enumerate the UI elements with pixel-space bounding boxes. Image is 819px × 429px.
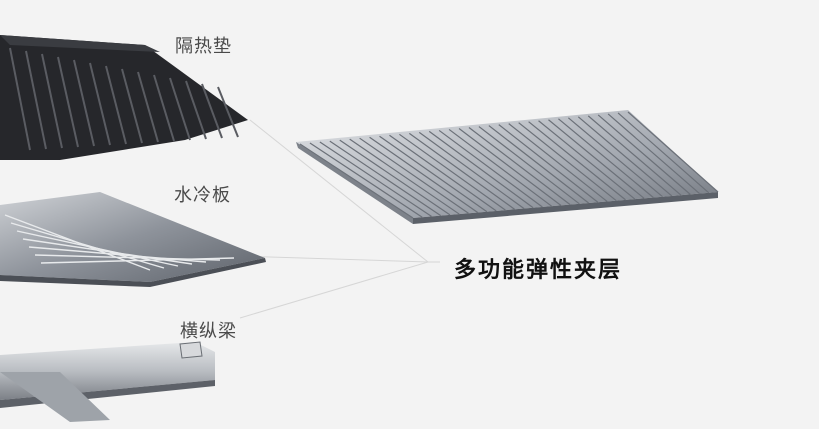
leader-lines <box>239 119 440 319</box>
cross-beam-label: 横纵梁 <box>180 321 237 342</box>
cooling-plate-illustration <box>0 192 266 287</box>
water-cooling-plate-label: 水冷板 <box>174 185 231 206</box>
insulation-pad-label: 隔热垫 <box>175 36 232 57</box>
elastic-layer-title: 多功能弹性夹层 <box>454 258 623 283</box>
insulation-pad-illustration <box>0 35 248 160</box>
elastic-layer-illustration <box>296 110 719 224</box>
cross-beam-illustration <box>0 341 215 422</box>
